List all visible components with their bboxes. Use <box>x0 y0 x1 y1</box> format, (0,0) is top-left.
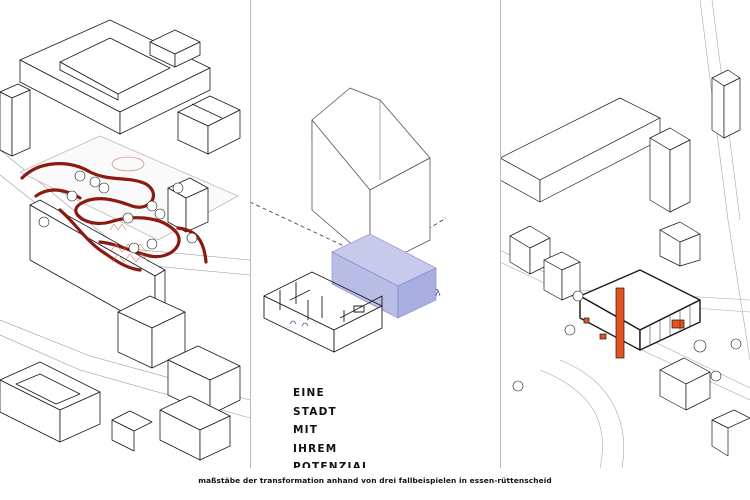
drawing-middle <box>250 87 447 353</box>
headline-line-2: STADT <box>293 405 337 418</box>
headline: EINE STADT MIT IHREM POTENZIAL <box>293 384 370 468</box>
drawing-left <box>0 19 250 461</box>
headline-line-5: POTENZIAL <box>293 461 370 468</box>
panel-divider-right <box>500 0 501 468</box>
caption: maßstäbe der transformation anhand von d… <box>198 476 552 485</box>
panel-left-urban-block <box>0 0 250 468</box>
panel-divider-left <box>250 0 251 468</box>
headline-line-1: EINE <box>293 387 325 399</box>
drawing-right <box>500 0 750 468</box>
panel-middle-building: EINE STADT MIT IHREM POTENZIAL <box>250 0 500 468</box>
headline-line-3: MIT <box>293 424 319 437</box>
headline-line-4: IHREM <box>293 442 338 455</box>
panel-right-neighbourhood <box>500 0 750 468</box>
